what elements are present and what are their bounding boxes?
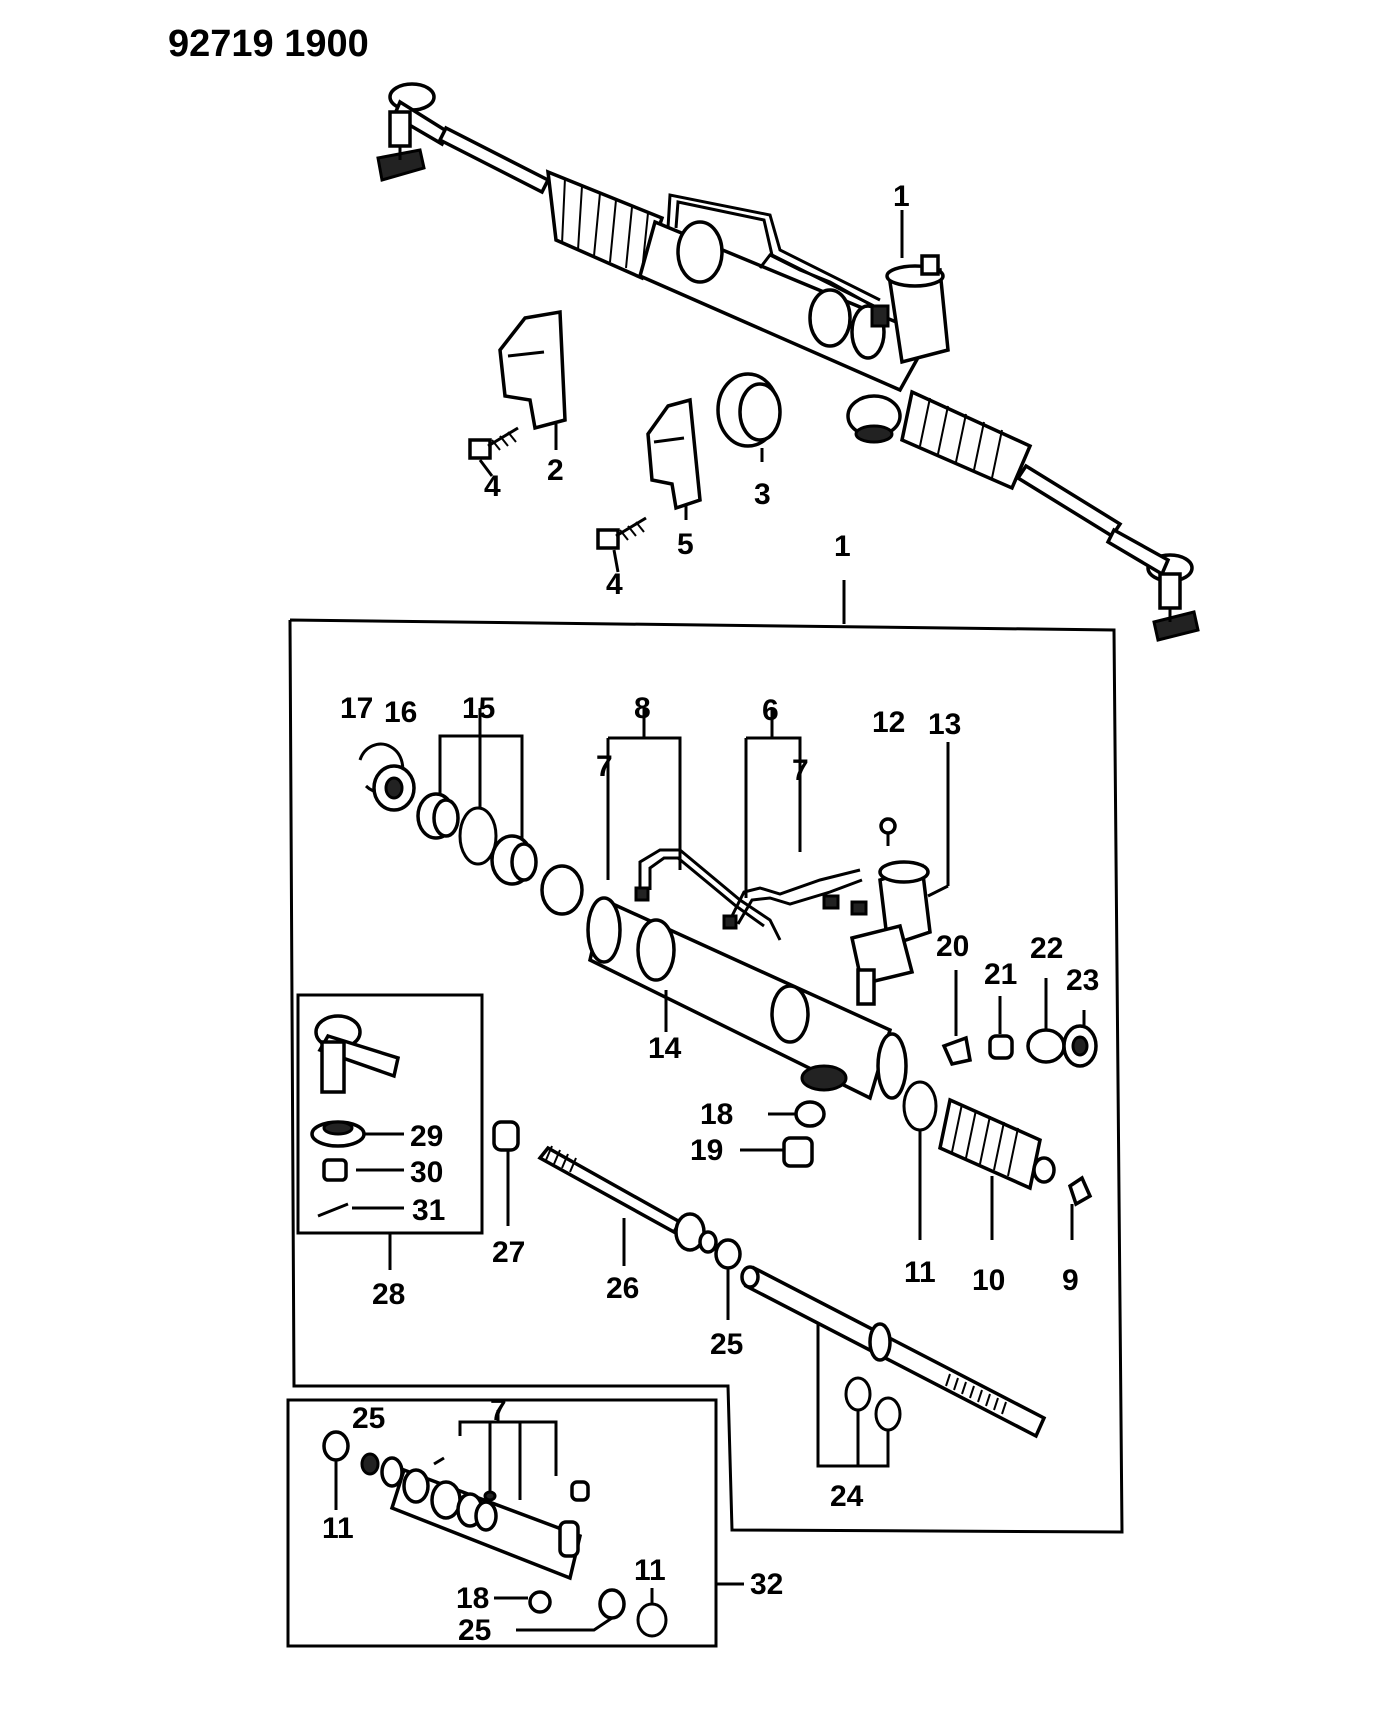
valve-body-part-13 [822, 742, 950, 1006]
callout-11-c: 11 [634, 1554, 666, 1587]
callout-20: 20 [936, 930, 969, 963]
clamp-part-5 [646, 397, 702, 511]
housing-mount-bushing [846, 394, 902, 444]
callout-27: 27 [492, 1236, 525, 1269]
callout-6: 6 [762, 694, 779, 727]
callout-1-top: 1 [893, 180, 910, 213]
boot-part-10 [937, 1097, 1056, 1240]
steering-gear-assembly [376, 82, 1200, 642]
callout-32: 32 [750, 1568, 783, 1601]
gear-assembly-components-box [288, 580, 1124, 1534]
callout-11-b: 11 [322, 1512, 354, 1545]
callout-16: 16 [384, 696, 417, 729]
seal-parts-20-23 [941, 970, 1098, 1068]
pressure-pipes [666, 193, 881, 312]
bushing-set-part-15 [416, 708, 538, 886]
bushing-unlabeled [540, 864, 584, 916]
callout-7-a: 7 [596, 750, 613, 783]
callout-2: 2 [547, 454, 564, 487]
callout-18-a: 18 [700, 1098, 733, 1131]
callout-24: 24 [830, 1480, 864, 1513]
oil-seal-part-16 [372, 764, 416, 812]
callout-31: 31 [412, 1194, 445, 1227]
callout-7-c: 7 [490, 1394, 507, 1427]
callout-22: 22 [1030, 932, 1063, 965]
pinion-valve-body [870, 254, 950, 365]
tie-rod-end-kit-box [296, 993, 484, 1270]
callout-15: 15 [462, 692, 495, 725]
callout-14: 14 [648, 1032, 682, 1065]
callout-25-c: 25 [458, 1614, 491, 1647]
right-tie-rod [1015, 463, 1123, 539]
yoke-part-19 [740, 1136, 814, 1168]
bushing-part-3 [716, 372, 782, 448]
band-part-11-a [902, 1080, 938, 1240]
plug-part-18 [768, 1100, 826, 1128]
diagram-code: 92719 1900 [168, 23, 369, 65]
callout-10: 10 [972, 1264, 1005, 1297]
right-boot [899, 389, 1033, 491]
clip-part-9 [1067, 1175, 1093, 1240]
callout-29: 29 [410, 1120, 443, 1153]
callout-28: 28 [372, 1278, 405, 1311]
callout-4-a: 4 [484, 470, 501, 503]
clamp-part-2 [498, 309, 567, 431]
bushing-part-27 [492, 1120, 520, 1226]
bolt-part-12 [879, 817, 897, 846]
bolt-part-4-a [468, 426, 519, 460]
callout-21: 21 [984, 958, 1017, 991]
callout-19: 19 [690, 1134, 723, 1167]
callout-23: 23 [1066, 964, 1099, 997]
callout-3: 3 [754, 478, 771, 511]
right-tie-rod-end [1105, 527, 1200, 642]
callout-7-b: 7 [792, 754, 809, 787]
left-tie-rod-end [376, 82, 451, 182]
tie-rod-part-26 [537, 1145, 718, 1266]
callout-30: 30 [410, 1156, 443, 1189]
callout-5: 5 [677, 528, 694, 561]
bolt-part-4-b [596, 516, 647, 550]
left-tie-rod [437, 125, 551, 195]
callout-25-a: 25 [710, 1328, 743, 1361]
callout-25-b: 25 [352, 1402, 385, 1435]
callout-8: 8 [634, 692, 651, 725]
callout-12: 12 [872, 706, 905, 739]
callout-13: 13 [928, 708, 961, 741]
callout-11-a: 11 [904, 1256, 936, 1289]
rack-and-seals-part-24 [740, 1265, 1047, 1468]
callout-1-box: 1 [834, 530, 851, 563]
callout-17: 17 [340, 692, 373, 725]
callout-18-b: 18 [456, 1582, 489, 1615]
callout-26: 26 [606, 1272, 639, 1305]
callout-4-b: 4 [606, 568, 623, 601]
gear-housing-part-14 [586, 896, 908, 1101]
callout-labels: 1 2 3 4 4 5 1 17 16 15 8 6 7 7 12 13 20 … [322, 180, 1099, 1647]
washer-part-25-a [714, 1238, 742, 1320]
callout-9: 9 [1062, 1264, 1079, 1297]
pipe-assembly-parts-6-8 [606, 708, 863, 941]
valve-body-kit-box [286, 1398, 744, 1648]
